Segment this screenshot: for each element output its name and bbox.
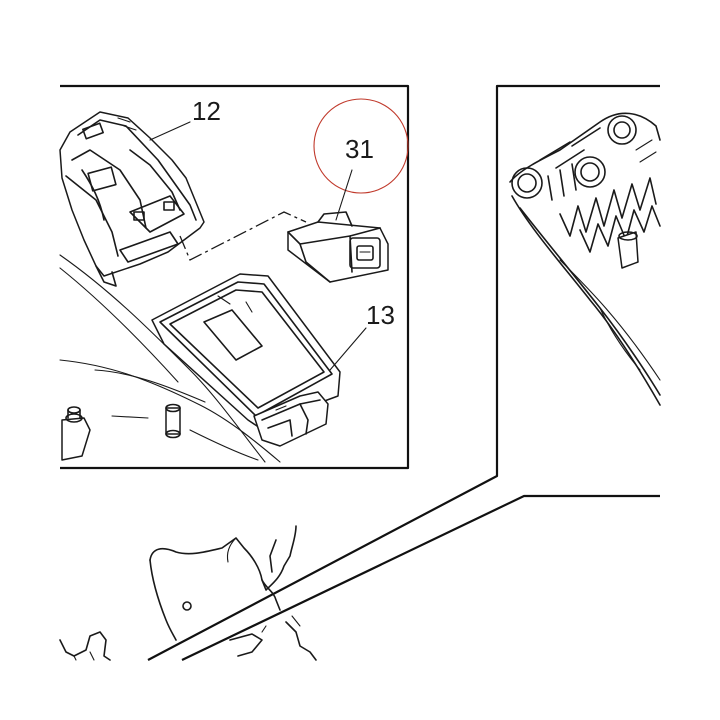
- callout-12: 12: [149, 96, 221, 141]
- callout-label-12: 12: [192, 96, 221, 126]
- part-31-module: [287, 211, 389, 283]
- housing-outline: [59, 254, 281, 463]
- mounting-pins: [61, 403, 181, 461]
- highlight-circle: [313, 98, 409, 194]
- lower-components: [59, 525, 317, 661]
- part-12-bracket: [59, 111, 205, 287]
- assembly-axis-line: [179, 211, 307, 261]
- callout-label-13: 13: [366, 300, 395, 330]
- detail-frame: [60, 84, 410, 470]
- vented-housing: [509, 112, 661, 406]
- callout-31: 31: [313, 98, 409, 221]
- part-13-tray: [151, 273, 341, 447]
- callout-13: 13: [329, 300, 395, 371]
- callout-label-31: 31: [345, 134, 374, 164]
- right-panel-frame: [147, 84, 660, 661]
